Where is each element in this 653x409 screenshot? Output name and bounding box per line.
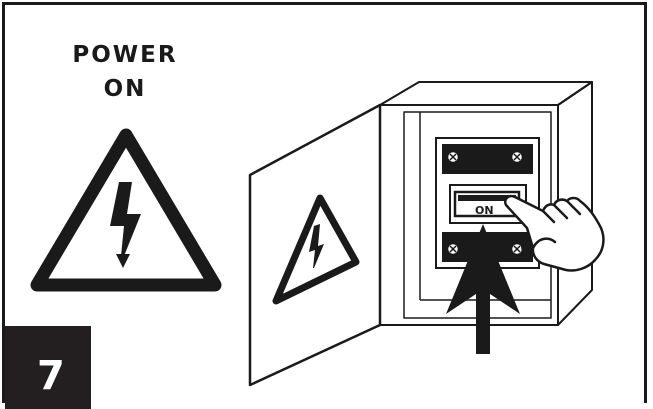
title-line-1: POWER bbox=[72, 42, 178, 68]
high-voltage-warning-icon bbox=[30, 128, 222, 292]
title-line-2: ON bbox=[103, 76, 147, 102]
step-number: 7 bbox=[37, 353, 65, 399]
switch-on-label: ON bbox=[475, 204, 494, 217]
up-arrow-icon bbox=[446, 224, 520, 354]
pointing-hand-icon bbox=[504, 194, 605, 272]
door-warning-icon bbox=[272, 194, 360, 305]
instruction-frame bbox=[2, 2, 647, 403]
step-number-badge: 7 bbox=[5, 326, 91, 409]
breaker-switch-icon: ON bbox=[435, 137, 540, 269]
